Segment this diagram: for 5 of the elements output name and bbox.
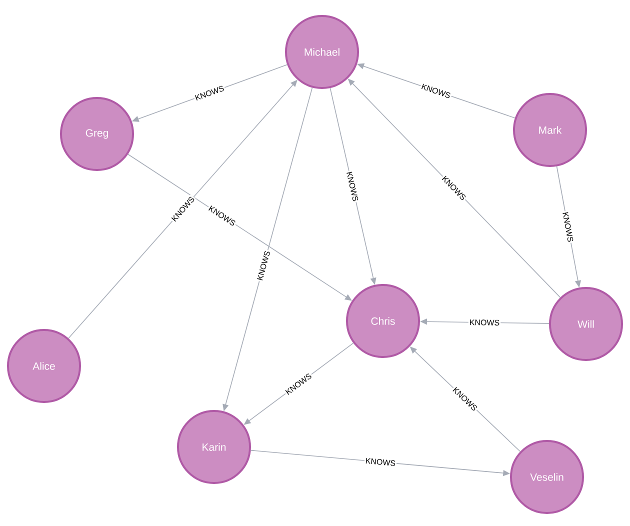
edge-label: KNOWS	[468, 318, 501, 327]
edge-label: KNOWS	[256, 249, 272, 282]
edge-label: KNOWS	[561, 210, 575, 244]
edge-label: KNOWS	[364, 456, 397, 468]
edge-label: KNOWS	[345, 170, 360, 204]
